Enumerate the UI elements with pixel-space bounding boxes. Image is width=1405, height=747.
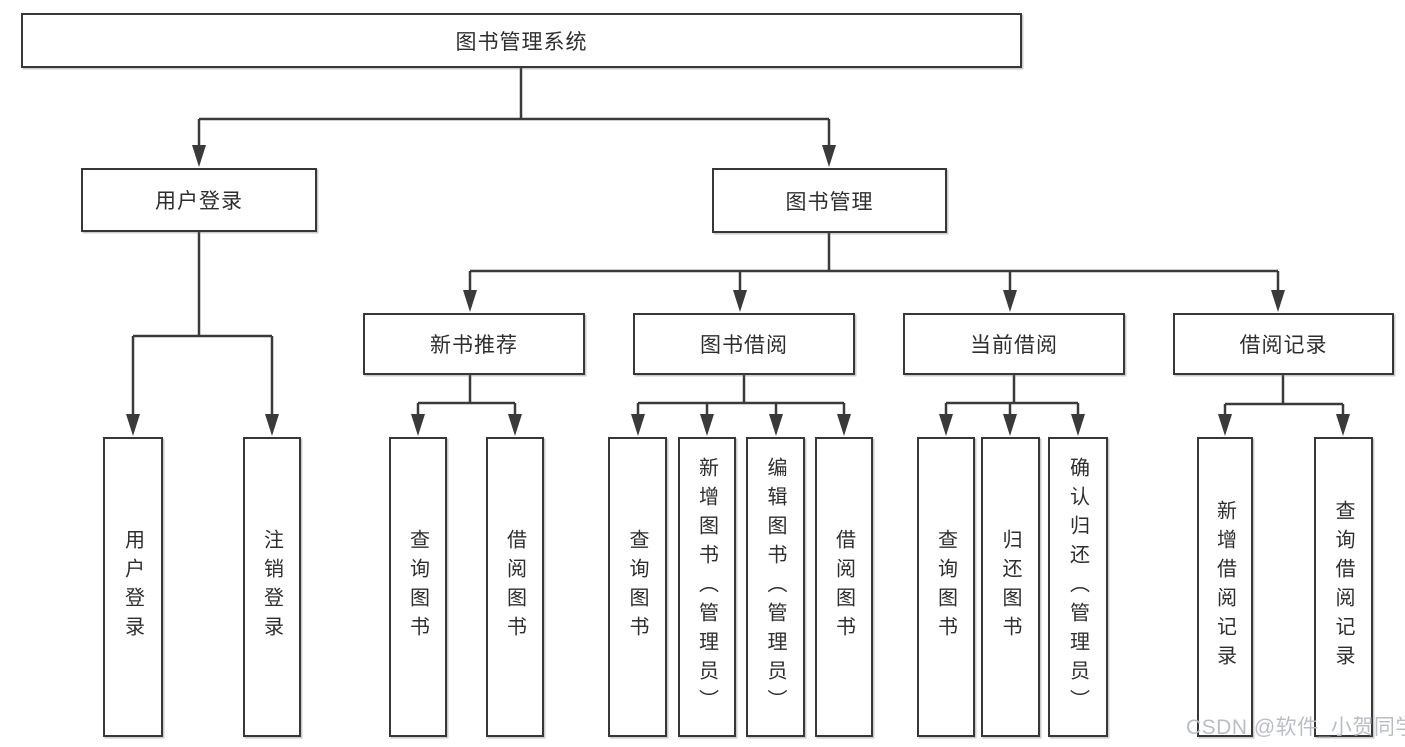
leaf-current-return-book: 归还图书 (981, 437, 1040, 737)
node-label: 编辑图书（管理员） (764, 456, 786, 718)
node-label: 图书管理 (785, 190, 874, 214)
leaf-user-login: 用户登录 (103, 437, 163, 737)
node-label: 图书借阅 (700, 334, 788, 357)
node-label: 借阅记录 (1239, 334, 1328, 357)
node-library-management-system: 图书管理系统 (21, 13, 1022, 68)
node-book-management: 图书管理 (712, 168, 947, 233)
node-label: 借阅图书 (503, 529, 526, 645)
node-label: 新增借阅记录 (1213, 500, 1236, 674)
node-user-login: 用户登录 (81, 168, 317, 232)
node-borrow-record: 借阅记录 (1173, 313, 1394, 375)
leaf-newbook-borrow-book: 借阅图书 (486, 437, 544, 737)
leaf-logout: 注销登录 (243, 437, 301, 737)
csdn-watermark: CSDN @软件_小贺同学 (1186, 716, 1405, 739)
node-label: 借阅图书 (832, 529, 855, 645)
arrowheads (126, 145, 1350, 436)
node-label: 新书推荐 (430, 334, 518, 357)
node-label: 查询图书 (626, 529, 648, 645)
node-label: 确认归还（管理员） (1066, 456, 1089, 718)
node-label: 当前借阅 (970, 334, 1058, 357)
node-label: 查询借阅记录 (1332, 500, 1354, 674)
node-label: 查询图书 (934, 529, 957, 645)
leaf-newbook-query-book: 查询图书 (389, 437, 447, 737)
leaf-current-query-book: 查询图书 (917, 437, 975, 737)
node-label: 查询图书 (406, 529, 429, 645)
node-new-book-recommend: 新书推荐 (363, 313, 585, 375)
node-label: 图书管理系统 (455, 30, 588, 54)
node-label: 用户登录 (121, 529, 144, 645)
leaf-borrow-add-book-admin: 新增图书（管理员） (678, 437, 736, 737)
leaf-borrow-borrow-book: 借阅图书 (815, 437, 873, 737)
node-book-borrow: 图书借阅 (633, 313, 855, 375)
node-label: 用户登录 (155, 190, 243, 213)
leaf-current-confirm-return-admin: 确认归还（管理员） (1048, 437, 1108, 737)
node-label: 注销登录 (260, 529, 283, 645)
leaf-borrow-query-book: 查询图书 (608, 437, 667, 737)
node-current-borrow: 当前借阅 (903, 313, 1125, 375)
node-label: 归还图书 (999, 529, 1021, 645)
leaf-borrow-edit-book-admin: 编辑图书（管理员） (746, 437, 805, 737)
node-label: 新增图书（管理员） (695, 456, 718, 718)
leaf-record-query-borrow-record: 查询借阅记录 (1314, 437, 1373, 737)
leaf-record-add-borrow-record: 新增借阅记录 (1197, 437, 1253, 737)
